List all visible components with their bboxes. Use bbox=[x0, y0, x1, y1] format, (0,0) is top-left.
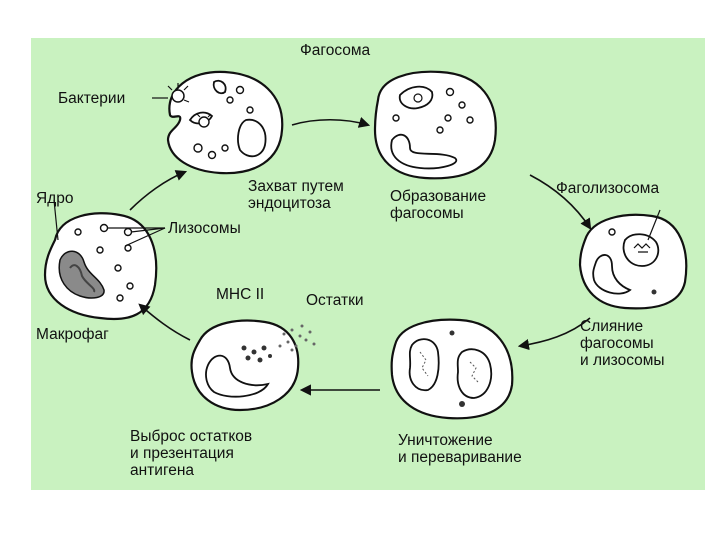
label-release: Выброс остатков и презентация антигена bbox=[130, 428, 253, 479]
phagolysosome-cell bbox=[578, 213, 688, 310]
label-phagolysosome: Фаголизосома bbox=[556, 180, 660, 197]
label-fusion: Слияние фагосомы и лизосомы bbox=[580, 318, 665, 369]
label-phagosome: Фагосома bbox=[300, 42, 371, 59]
digestion-cell bbox=[390, 318, 514, 420]
label-destruction: Уничтожение и переваривание bbox=[398, 432, 522, 466]
arrow-fusion-to-digestion bbox=[517, 317, 591, 351]
macrophage-cell bbox=[43, 212, 158, 321]
label-mhc: MHC II bbox=[216, 286, 265, 303]
label-bacteria: Бактерии bbox=[58, 90, 126, 107]
arrow-formation-to-fusion bbox=[529, 174, 592, 230]
arrow-capture-to-formation bbox=[291, 117, 371, 128]
label-macrophage: Макрофаг bbox=[36, 326, 109, 343]
phagosome-formation-cell bbox=[373, 70, 497, 180]
antigen-presentation-cell bbox=[190, 319, 300, 412]
bacteria-icon bbox=[167, 83, 212, 128]
label-capture: Захват путем эндоцитоза bbox=[248, 178, 344, 212]
label-nucleus: Ядро bbox=[36, 190, 74, 207]
remnants-particles bbox=[278, 324, 316, 352]
label-formation: Образование фагосомы bbox=[390, 188, 487, 222]
label-remnants: Остатки bbox=[306, 292, 364, 309]
arrow-macrophage-to-capture bbox=[129, 170, 188, 211]
capture-cell bbox=[166, 70, 284, 175]
arrow-release-to-macrophage bbox=[138, 303, 191, 341]
label-lysosomes: Лизосомы bbox=[168, 220, 241, 237]
